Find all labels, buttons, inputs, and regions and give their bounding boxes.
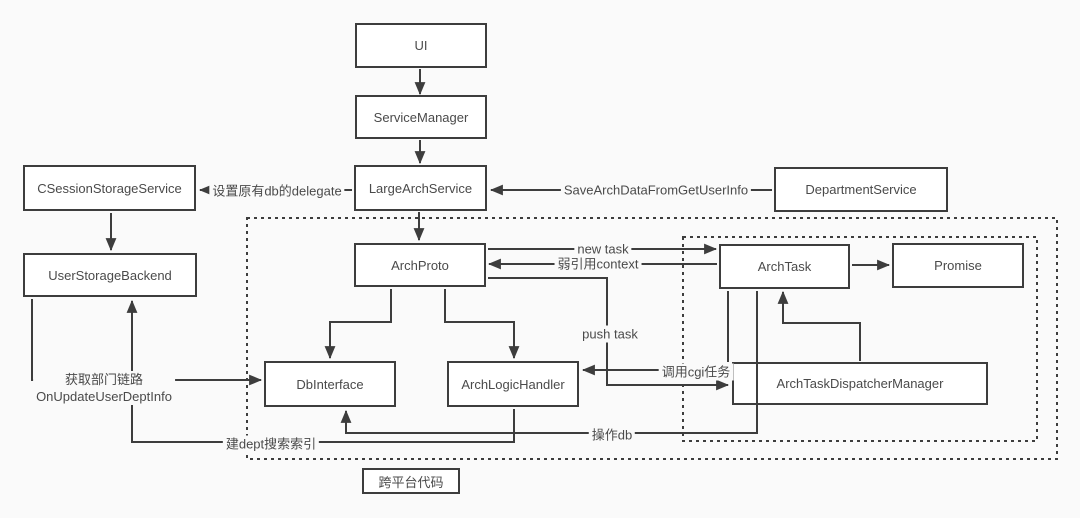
node-user-storage-backend: UserStorageBackend bbox=[23, 253, 197, 297]
edge-label-weak-ref-context: 弱引用context bbox=[554, 255, 642, 273]
edge-userstoragebackend-to-dbinterface-getdept bbox=[31, 299, 263, 386]
edge-label-save-arch-data: SaveArchDataFromGetUserInfo bbox=[560, 181, 752, 199]
edge-label-get-dept-chain-line1: 获取部门链路 bbox=[64, 372, 144, 387]
edge-dispatcher-to-archtask bbox=[777, 290, 861, 361]
node-csession-storage-service: CSessionStorageService bbox=[23, 165, 196, 211]
caption-cross-platform-code: 跨平台代码 bbox=[362, 468, 460, 494]
edge-archproto-to-archlogichandler bbox=[444, 289, 520, 360]
edge-archproto-to-dbinterface bbox=[324, 289, 392, 360]
edge-label-get-dept-chain: 获取部门链路 OnUpdateUserDeptInfo bbox=[33, 371, 175, 405]
node-department-service: DepartmentService bbox=[774, 167, 948, 212]
edge-label-call-cgi-task: 调用cgi任务 bbox=[658, 363, 734, 381]
edge-label-set-delegate: 设置原有db的delegate bbox=[209, 182, 345, 200]
edge-label-operate-db: 操作db bbox=[588, 426, 636, 444]
node-promise: Promise bbox=[892, 243, 1024, 288]
node-arch-task: ArchTask bbox=[719, 244, 850, 289]
node-arch-logic-handler: ArchLogicHandler bbox=[447, 361, 579, 407]
node-ui: UI bbox=[355, 23, 487, 68]
edge-label-on-update-user-dept-info: OnUpdateUserDeptInfo bbox=[36, 389, 172, 404]
node-db-interface: DbInterface bbox=[264, 361, 396, 407]
node-arch-proto: ArchProto bbox=[354, 243, 486, 287]
edge-label-push-task: push task bbox=[579, 325, 641, 343]
edge-label-build-dept-search-index: 建dept搜索索引 bbox=[222, 435, 320, 453]
node-large-arch-service: LargeArchService bbox=[354, 165, 487, 211]
node-service-manager: ServiceManager bbox=[355, 95, 487, 139]
node-arch-task-dispatcher-manager: ArchTaskDispatcherManager bbox=[732, 362, 988, 405]
